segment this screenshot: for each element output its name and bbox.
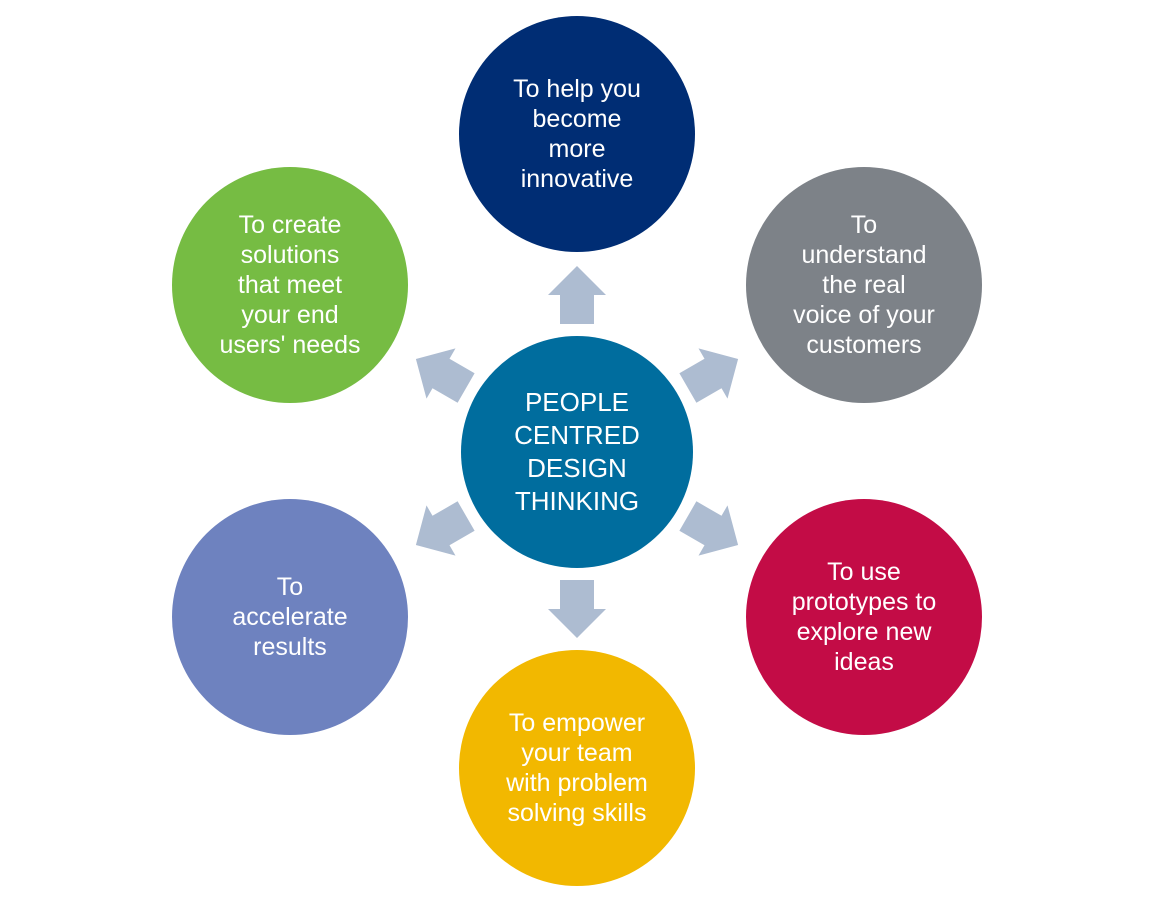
center-circle: PEOPLE CENTRED DESIGN THINKING (461, 336, 693, 568)
circle-customers: To understand the real voice of your cus… (746, 167, 982, 403)
circle-accelerate: To accelerate results (172, 499, 408, 735)
circle-innovative-label: To help you become more innovative (513, 75, 641, 193)
circle-prototypes: To use prototypes to explore new ideas (746, 499, 982, 735)
circle-prototypes-label: To use prototypes to explore new ideas (791, 558, 937, 676)
arrow-lower-left-icon (415, 501, 475, 556)
circle-innovative: To help you become more innovative (459, 16, 695, 252)
arrow-up-icon (548, 266, 606, 324)
circle-solutions: To create solutions that meet your end u… (172, 167, 408, 403)
center-label: PEOPLE CENTRED DESIGN THINKING (514, 387, 640, 516)
arrow-lower-right-icon (679, 501, 739, 556)
arrow-down-icon (548, 580, 606, 638)
circle-solutions-label: To create solutions that meet your end u… (219, 211, 361, 359)
arrow-upper-left-icon (415, 348, 475, 403)
circle-accelerate-label: To accelerate results (232, 573, 348, 661)
circle-empower-label: To empower your team with problem solvin… (506, 709, 648, 827)
arrows (415, 266, 739, 638)
circle-customers-label: To understand the real voice of your cus… (793, 211, 935, 359)
arrow-upper-right-icon (679, 348, 739, 403)
circle-empower: To empower your team with problem solvin… (459, 650, 695, 886)
